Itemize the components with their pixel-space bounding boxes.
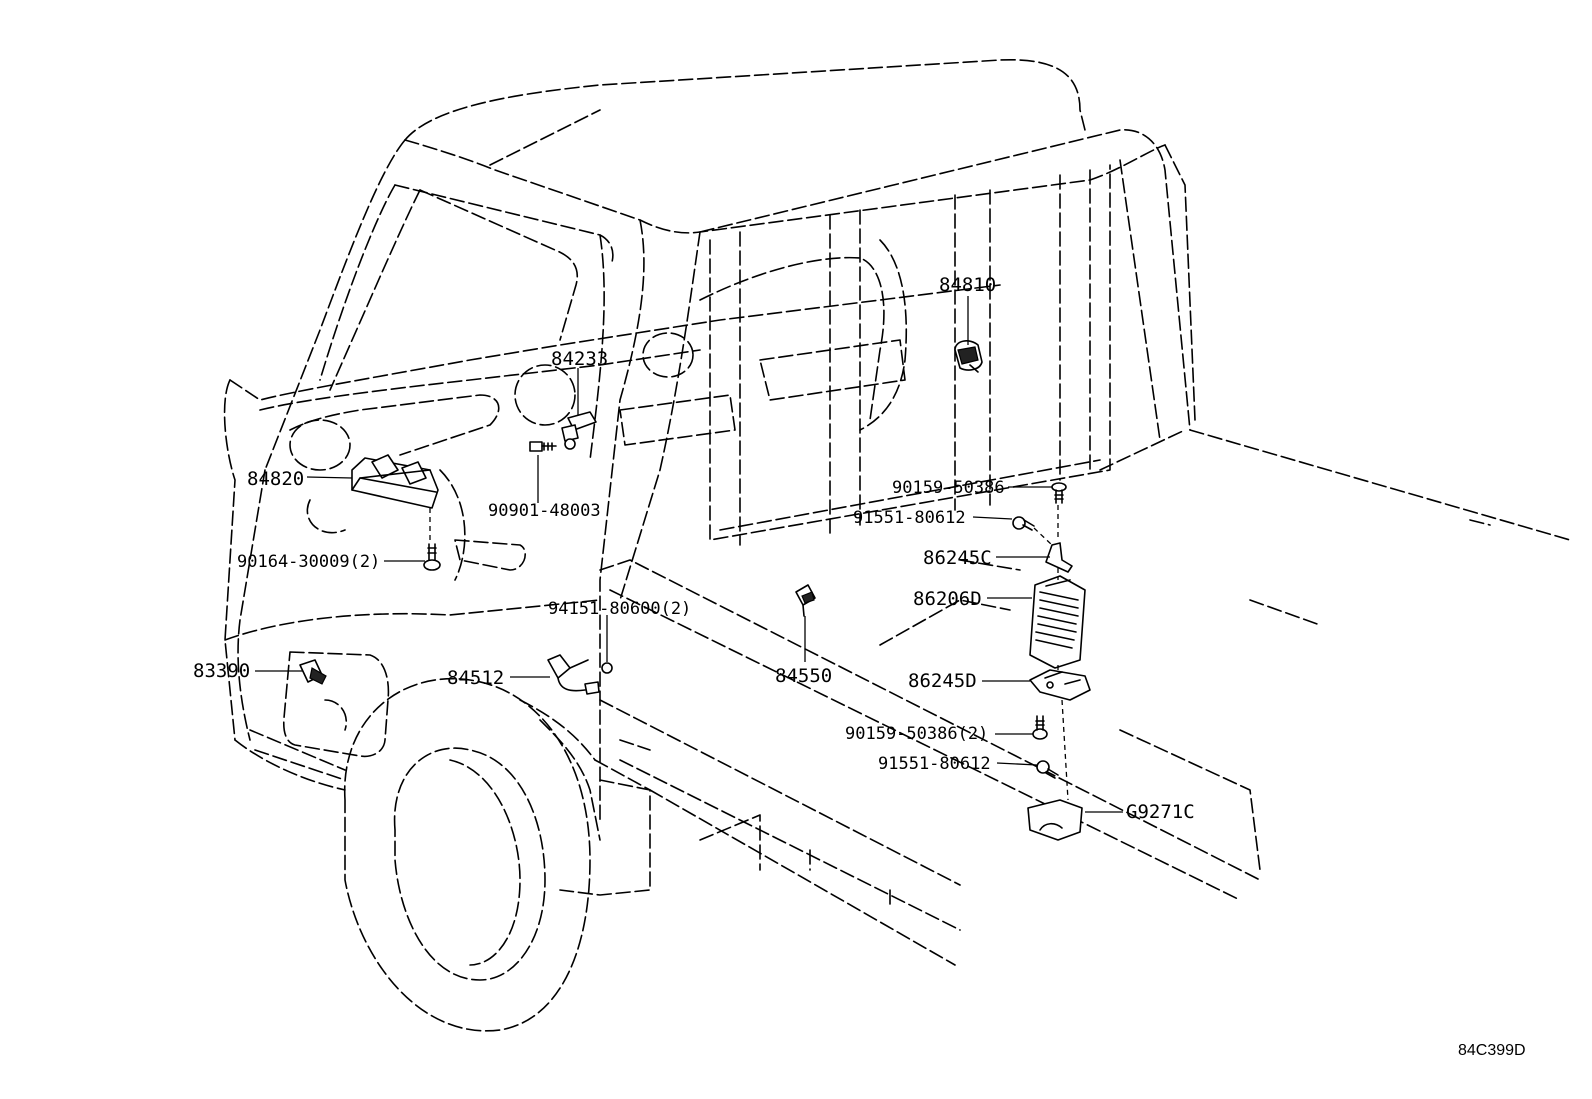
label-90159-50386-upper: 90159-50386 [892, 478, 1005, 498]
part-90164-30009-screw[interactable] [423, 543, 441, 571]
label-86245c: 86245C [923, 547, 992, 569]
part-84512-switch[interactable] [547, 654, 600, 695]
part-g9271c-cover[interactable] [1027, 799, 1083, 841]
label-90159-50386-lower: 90159-50386(2) [845, 724, 989, 744]
part-86206d-control-module[interactable] [1029, 575, 1086, 669]
cab-outline [223, 58, 1196, 1032]
label-86206d: 86206D [913, 588, 982, 610]
label-90901-48003: 90901-48003 [488, 501, 601, 521]
part-91551-80612-bolt-lower[interactable] [1036, 760, 1059, 779]
label-86245d: 86245D [908, 670, 977, 692]
label-91551-80612-upper: 91551-80612 [853, 508, 966, 528]
label-g9271c: G9271C [1126, 801, 1195, 823]
chassis-outline [599, 429, 1571, 966]
part-86245d-bracket[interactable] [1029, 669, 1091, 701]
part-84233-switch[interactable] [561, 411, 597, 450]
label-84512: 84512 [447, 667, 505, 689]
part-90159-50386-bolt-upper[interactable] [1051, 482, 1067, 504]
part-91551-80612-bolt-upper[interactable] [1012, 516, 1035, 531]
label-94151-80600: 94151-80600(2) [548, 599, 692, 619]
label-84550: 84550 [775, 665, 833, 687]
label-91551-80612-lower: 91551-80612 [878, 754, 991, 774]
part-90901-48003-bolt[interactable] [529, 441, 557, 452]
label-84810: 84810 [939, 274, 997, 296]
part-86245c-bracket[interactable] [1045, 542, 1073, 573]
part-90159-50386-bolt-lower[interactable] [1032, 715, 1048, 740]
label-84820: 84820 [247, 468, 305, 490]
diagram-reference-code: 84C399D [1458, 1042, 1526, 1059]
part-84820-switch-assembly[interactable] [351, 454, 439, 509]
part-84810-sensor[interactable] [954, 340, 983, 373]
part-84550-switch[interactable] [795, 584, 816, 617]
part-94151-80600-nut[interactable] [601, 662, 613, 674]
leader-lines [255, 296, 1123, 813]
label-84233: 84233 [551, 348, 609, 370]
part-83390-sensor[interactable] [299, 659, 327, 685]
label-83390: 83390 [193, 660, 251, 682]
label-90164-30009: 90164-30009(2) [237, 552, 381, 572]
